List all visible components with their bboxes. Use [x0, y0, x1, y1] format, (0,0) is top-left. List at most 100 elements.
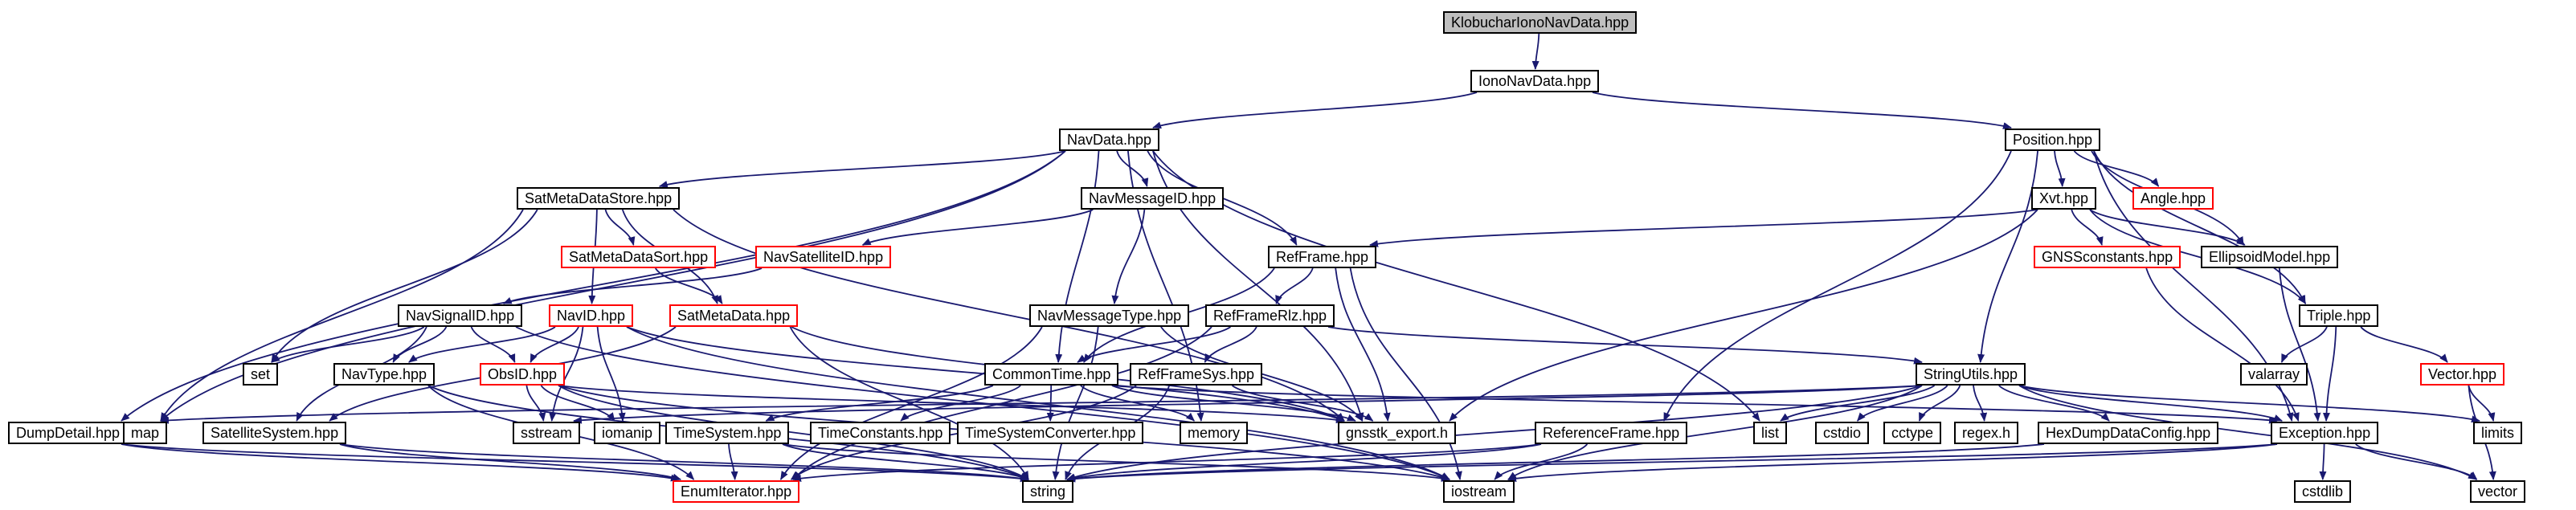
include-edge-obsid-to-gnsstk — [558, 385, 1345, 424]
graph-node-dumpdetail[interactable]: DumpDetail.hpp — [8, 422, 129, 444]
graph-node-klobuchar[interactable]: KlobucharIonoNavData.hpp — [1443, 11, 1638, 34]
include-edge-stringutils-to-cctype — [1918, 385, 1961, 422]
include-edge-gnssconst-to-exception — [2145, 267, 2300, 422]
graph-node-stringutils[interactable]: StringUtils.hpp — [1916, 363, 2026, 386]
include-edge-stringutils-to-list — [1780, 385, 1936, 422]
include-edge-satellitesystem-to-string — [339, 443, 1029, 482]
include-edge-triple-to-vectorhpp — [2360, 326, 2448, 363]
graph-node-satmetadatastore[interactable]: SatMetaDataStore.hpp — [517, 187, 681, 210]
graph-node-angle[interactable]: Angle.hpp — [2132, 187, 2214, 210]
include-edge-commontime-to-timesystem — [765, 385, 994, 422]
graph-node-navmessagetype[interactable]: NavMessageType.hpp — [1029, 304, 1190, 327]
graph-node-exception[interactable]: Exception.hpp — [2271, 422, 2379, 444]
include-edge-xvt-to-refframe — [1369, 209, 2038, 247]
graph-node-cstdlib: cstdlib — [2294, 480, 2352, 503]
include-edge-stringutils-to-hexdump — [1998, 385, 2110, 422]
graph-node-map: map — [123, 422, 168, 444]
include-edge-timesystem-to-enumiterator — [728, 443, 738, 480]
graph-node-ellipsoid[interactable]: EllipsoidModel.hpp — [2201, 246, 2339, 268]
graph-node-string: string — [1022, 480, 1074, 503]
include-edge-triple-to-valarray — [2280, 326, 2328, 363]
include-edge-stringutils-to-regexh — [1973, 385, 1988, 422]
include-edge-refframe-to-refframerlz — [1275, 267, 1314, 304]
include-edge-navid-to-obsid — [530, 326, 579, 363]
include-edge-xvt-to-gnsstk — [1449, 209, 2038, 422]
graph-node-navsignalid[interactable]: NavSignalID.hpp — [398, 304, 523, 327]
include-edge-navid-to-sstream — [549, 326, 584, 422]
include-edge-iononav-to-position — [1592, 92, 2012, 129]
include-edge-navid-to-navtype — [408, 326, 556, 363]
include-edge-exception-to-string — [1066, 443, 2278, 483]
include-edge-stringutils-to-map — [160, 385, 1923, 424]
graph-node-commontime[interactable]: CommonTime.hpp — [984, 363, 1119, 386]
graph-node-vectorhpp[interactable]: Vector.hpp — [2420, 363, 2505, 386]
include-edge-navsignalid-to-navtype — [392, 326, 448, 363]
include-edge-commontime-to-memory — [1080, 385, 1196, 422]
graph-node-satellitesystem[interactable]: SatelliteSystem.hpp — [202, 422, 347, 444]
graph-node-position[interactable]: Position.hpp — [2005, 129, 2101, 151]
include-edge-xvt-to-gnssconst — [2071, 209, 2104, 246]
include-edge-triple-to-exception — [2322, 326, 2337, 422]
graph-node-navsatelliteid[interactable]: NavSatelliteID.hpp — [755, 246, 892, 268]
include-edge-referenceframe-to-enumiterator — [792, 443, 1542, 483]
include-edge-satmetadata-to-string — [789, 326, 1029, 480]
graph-node-timesysconv[interactable]: TimeSystemConverter.hpp — [957, 422, 1144, 444]
include-edge-hexdump-to-string — [1066, 443, 2045, 483]
graph-node-iononav[interactable]: IonoNavData.hpp — [1470, 70, 1600, 92]
include-edge-ellipsoid-to-exception — [2278, 267, 2321, 422]
include-edge-stringutils-to-exception — [2018, 385, 2284, 422]
graph-node-triple[interactable]: Triple.hpp — [2299, 304, 2379, 327]
include-edge-commontime-to-exception — [1111, 385, 2278, 424]
graph-node-timesystem[interactable]: TimeSystem.hpp — [665, 422, 790, 444]
graph-node-refframerlz[interactable]: RefFrameRlz.hpp — [1205, 304, 1335, 327]
graph-node-hexdump[interactable]: HexDumpDataConfig.hpp — [2038, 422, 2219, 444]
graph-node-referenceframe[interactable]: ReferenceFrame.hpp — [1535, 422, 1688, 444]
graph-node-limits: limits — [2473, 422, 2522, 444]
graph-node-navid[interactable]: NavID.hpp — [549, 304, 634, 327]
include-edge-referenceframe-to-iostream — [1494, 443, 1589, 480]
graph-node-valarray: valarray — [2240, 363, 2308, 386]
include-edge-timesystem-to-iostream — [782, 443, 1450, 482]
include-edge-exception-to-iostream — [1507, 443, 2278, 483]
graph-node-regexh: regex.h — [1954, 422, 2019, 444]
graph-node-obsid[interactable]: ObsID.hpp — [480, 363, 566, 386]
include-edge-klobuchar-to-iononav — [1531, 33, 1540, 70]
include-edge-navmessageid-to-navsatelliteid — [861, 209, 1094, 246]
include-edge-dumpdetail-to-string — [121, 443, 1029, 483]
include-edge-iononav-to-navdata — [1152, 92, 1478, 129]
include-edge-exception-to-vector — [2355, 443, 2478, 480]
include-edge-navdata-to-dumpdetail — [121, 150, 1066, 422]
include-edge-navid-to-iomanip — [596, 326, 626, 422]
graph-node-enumiterator[interactable]: EnumIterator.hpp — [673, 480, 800, 503]
graph-node-refframe[interactable]: RefFrame.hpp — [1268, 246, 1377, 268]
include-edge-position-to-stringutils — [1977, 150, 2038, 363]
graph-node-navdata[interactable]: NavData.hpp — [1059, 129, 1160, 151]
graph-node-vector: vector — [2470, 480, 2526, 503]
include-edge-xvt-to-ellipsoid — [2089, 209, 2246, 246]
graph-node-satmetadata[interactable]: SatMetaData.hpp — [669, 304, 799, 327]
graph-node-list: list — [1753, 422, 1787, 444]
graph-node-satmetadatasort[interactable]: SatMetaDataSort.hpp — [561, 246, 717, 268]
include-edge-navdata-to-navmessageid — [1116, 150, 1149, 187]
include-edge-satmetadatastore-to-set — [271, 209, 538, 363]
include-edge-refframerlz-to-refframesys — [1204, 326, 1257, 363]
include-edge-navmessageid-to-navmessagetype — [1111, 209, 1146, 304]
include-edge-position-to-xvt — [2054, 150, 2066, 187]
graph-node-navtype[interactable]: NavType.hpp — [333, 363, 435, 386]
include-edge-navdata-to-commontime — [1055, 150, 1100, 363]
graph-node-gnsstk[interactable]: gnsstk_export.h — [1338, 422, 1457, 444]
graph-node-timeconstants[interactable]: TimeConstants.hpp — [810, 422, 951, 444]
graph-node-memory: memory — [1180, 422, 1249, 444]
graph-node-xvt[interactable]: Xvt.hpp — [2031, 187, 2097, 210]
include-edge-dumpdetail-to-enumiterator — [121, 443, 680, 482]
graph-node-navmessageid[interactable]: NavMessageID.hpp — [1081, 187, 1225, 210]
include-edge-stringutils-to-vector — [2018, 385, 2477, 480]
graph-node-gnssconst[interactable]: GNSSconstants.hpp — [2034, 246, 2181, 268]
graph-node-set: set — [243, 363, 279, 386]
graph-node-iomanip: iomanip — [594, 422, 661, 444]
graph-node-refframesys[interactable]: RefFrameSys.hpp — [1130, 363, 1263, 386]
include-edge-navsatelliteid-to-navsignalid — [502, 267, 763, 304]
include-edge-stringutils-to-cstdio — [1857, 385, 1948, 422]
include-edge-stringutils-to-limits — [2018, 385, 2480, 423]
